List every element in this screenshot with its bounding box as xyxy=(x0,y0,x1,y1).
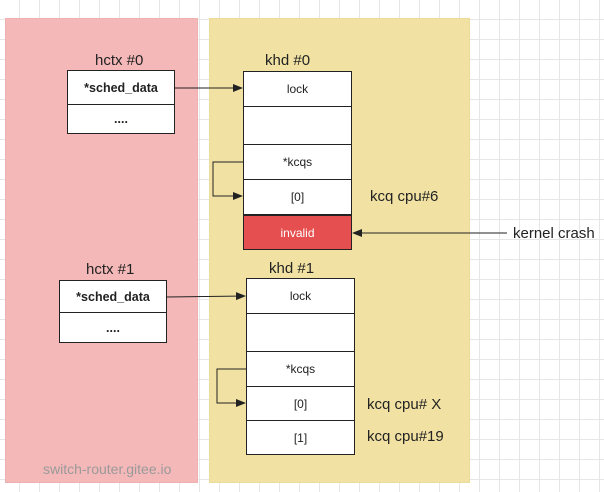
khd1-lock-cell: lock xyxy=(246,278,355,314)
hctx0-ellipsis-cell: .... xyxy=(67,104,175,134)
hctx1-to-khd1-arrow xyxy=(166,292,246,301)
khd0-lock-cell: lock xyxy=(243,71,352,107)
khd1-slot0-cell: [0] xyxy=(246,386,355,421)
khd0-empty-cell xyxy=(243,106,352,145)
khd0-kcqs-loop-arrow xyxy=(212,161,243,200)
hctx0-title: hctx #0 xyxy=(95,52,144,69)
khd1-kcqs-loop-arrow xyxy=(216,368,246,407)
khd0-title: khd #0 xyxy=(265,52,311,69)
khd1-slot0-annotation: kcq cpu# X xyxy=(367,396,442,413)
khd1-slot1-cell: [1] xyxy=(246,420,355,455)
khd0-invalid-cell: invalid xyxy=(243,215,352,250)
khd0-kcqs-cell: *kcqs xyxy=(243,144,352,180)
khd1-empty-cell xyxy=(246,313,355,352)
khd0-slot0-annotation: kcq cpu#6 xyxy=(370,188,439,205)
khd1-slot1-annotation: kcq cpu#19 xyxy=(367,428,444,445)
hctx0-sched-data-cell: *sched_data xyxy=(67,70,175,105)
khd1-title: khd #1 xyxy=(269,260,315,277)
kernel-crash-label: kernel crash xyxy=(513,225,595,242)
hctx1-sched-data-cell: *sched_data xyxy=(59,280,167,313)
hctx1-ellipsis-cell: .... xyxy=(59,312,167,343)
khd1-kcqs-cell: *kcqs xyxy=(246,351,355,387)
hctx1-title: hctx #1 xyxy=(86,261,135,278)
watermark: switch-router.gitee.io xyxy=(43,461,172,477)
khd0-slot0-cell: [0] xyxy=(243,179,352,215)
